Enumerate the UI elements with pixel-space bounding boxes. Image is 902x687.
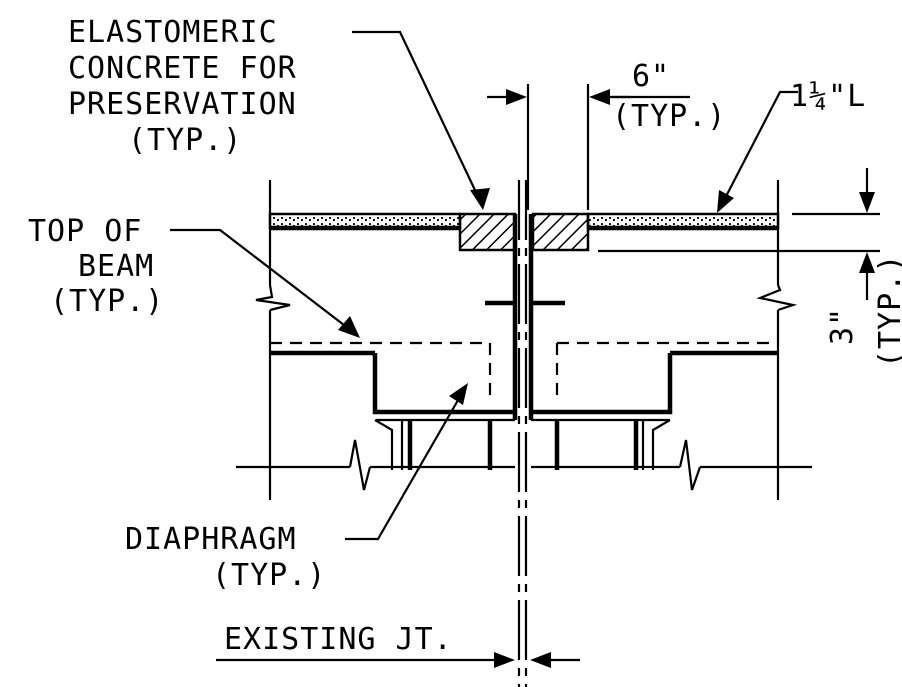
dim-3-typ-label: (TYP.) — [873, 254, 902, 368]
svg-text:(TYP.): (TYP.) — [212, 558, 326, 593]
joint-centerline — [517, 180, 580, 687]
diaphragm-label: DIAPHRAGM (TYP.) — [125, 522, 326, 593]
svg-text:(TYP.): (TYP.) — [128, 123, 242, 158]
svg-text:(TYP.): (TYP.) — [50, 284, 164, 319]
leader-lines — [170, 30, 798, 668]
svg-text:BEAM: BEAM — [78, 249, 154, 284]
dimension-3 — [598, 168, 880, 300]
dimension-6 — [487, 84, 690, 210]
top-of-beam-label: TOP OF BEAM (TYP.) — [28, 214, 164, 319]
svg-text:PRESERVATION: PRESERVATION — [68, 87, 297, 122]
svg-text:ELASTOMERIC: ELASTOMERIC — [68, 15, 278, 50]
dim-6-label: 6" — [632, 59, 670, 94]
dim-overlay-label: 1¼"L — [790, 79, 866, 114]
right-deck — [528, 180, 798, 500]
existing-joint-label: EXISTING JT. — [224, 622, 453, 657]
left-deck — [255, 180, 518, 500]
svg-text:TOP OF: TOP OF — [28, 214, 142, 249]
svg-text:DIAPHRAGM: DIAPHRAGM — [125, 522, 297, 557]
dim-6-typ-label: (TYP.) — [612, 99, 726, 134]
elastomeric-label: ELASTOMERIC CONCRETE FOR PRESERVATION (T… — [68, 15, 297, 158]
svg-text:CONCRETE FOR: CONCRETE FOR — [68, 51, 297, 86]
break-lines — [236, 439, 812, 491]
dim-3-label: 3" — [825, 307, 860, 345]
